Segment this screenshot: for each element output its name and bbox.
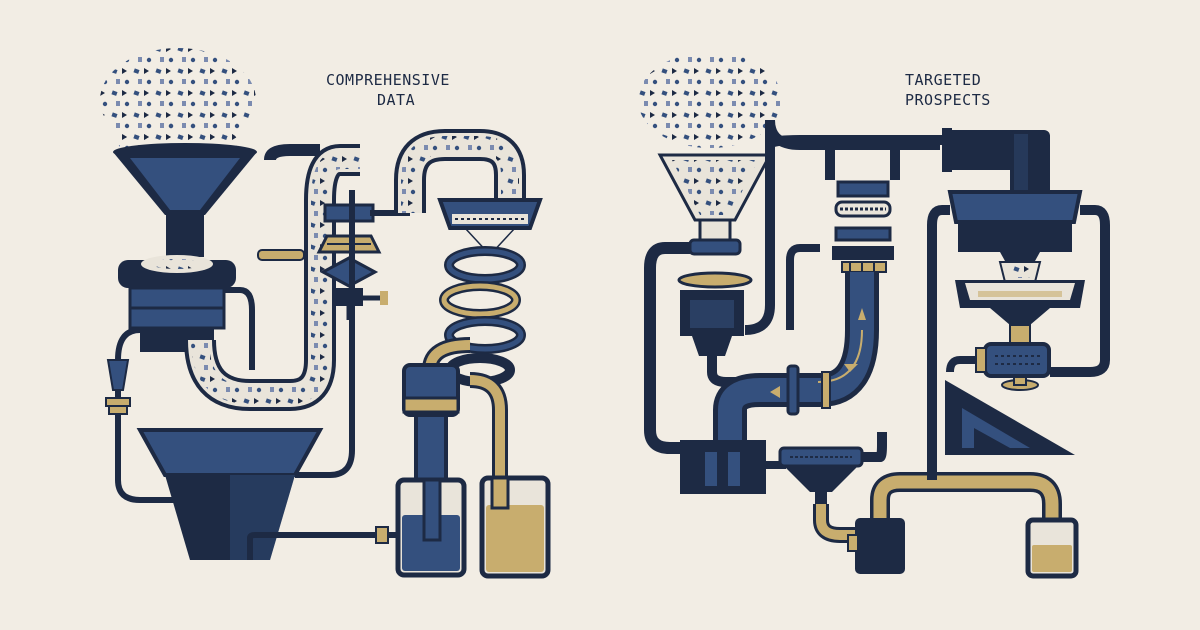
left-blue-column	[402, 363, 460, 487]
left-hopper	[136, 190, 400, 560]
right-horizontal-filter	[946, 342, 1051, 378]
label-right-line2: PROSPECTS	[905, 91, 991, 109]
label-targeted-prospects: TARGETED PROSPECTS	[905, 70, 991, 110]
left-gold-container	[479, 475, 551, 579]
left-processor-cylinder	[118, 255, 236, 352]
right-gold-canister	[1025, 517, 1079, 579]
right-triangle-wedge	[945, 380, 1075, 455]
label-right-line1: TARGETED	[905, 71, 982, 89]
left-upper-loop	[394, 129, 526, 213]
flow-arrow-up-icon	[858, 308, 866, 320]
right-navy-canister	[847, 518, 905, 574]
right-bottom-machine	[680, 440, 786, 494]
left-sieve	[437, 198, 543, 257]
flow-arrow-icon	[844, 364, 858, 372]
right-separator	[778, 432, 887, 504]
right-glass-funnel	[657, 153, 773, 289]
right-filter-column	[786, 140, 900, 330]
left-spiral-coil	[439, 246, 526, 387]
left-blue-container	[395, 477, 467, 578]
label-left-line2: DATA	[377, 91, 416, 109]
right-hopper-box	[927, 190, 1110, 480]
right-processor-box	[680, 290, 800, 387]
right-input-confetti	[638, 52, 782, 148]
right-flow-pipe	[713, 272, 879, 440]
flow-arrow-left-icon	[770, 386, 780, 398]
left-intake-funnel	[113, 143, 257, 257]
left-machine	[100, 48, 551, 579]
right-elbow-duct	[942, 128, 1050, 200]
left-confetti-pipe	[184, 144, 360, 411]
label-left-line1: COMPREHENSIVE	[326, 71, 450, 89]
label-comprehensive-data: COMPREHENSIVE DATA	[326, 70, 450, 110]
right-machine	[638, 52, 1110, 579]
